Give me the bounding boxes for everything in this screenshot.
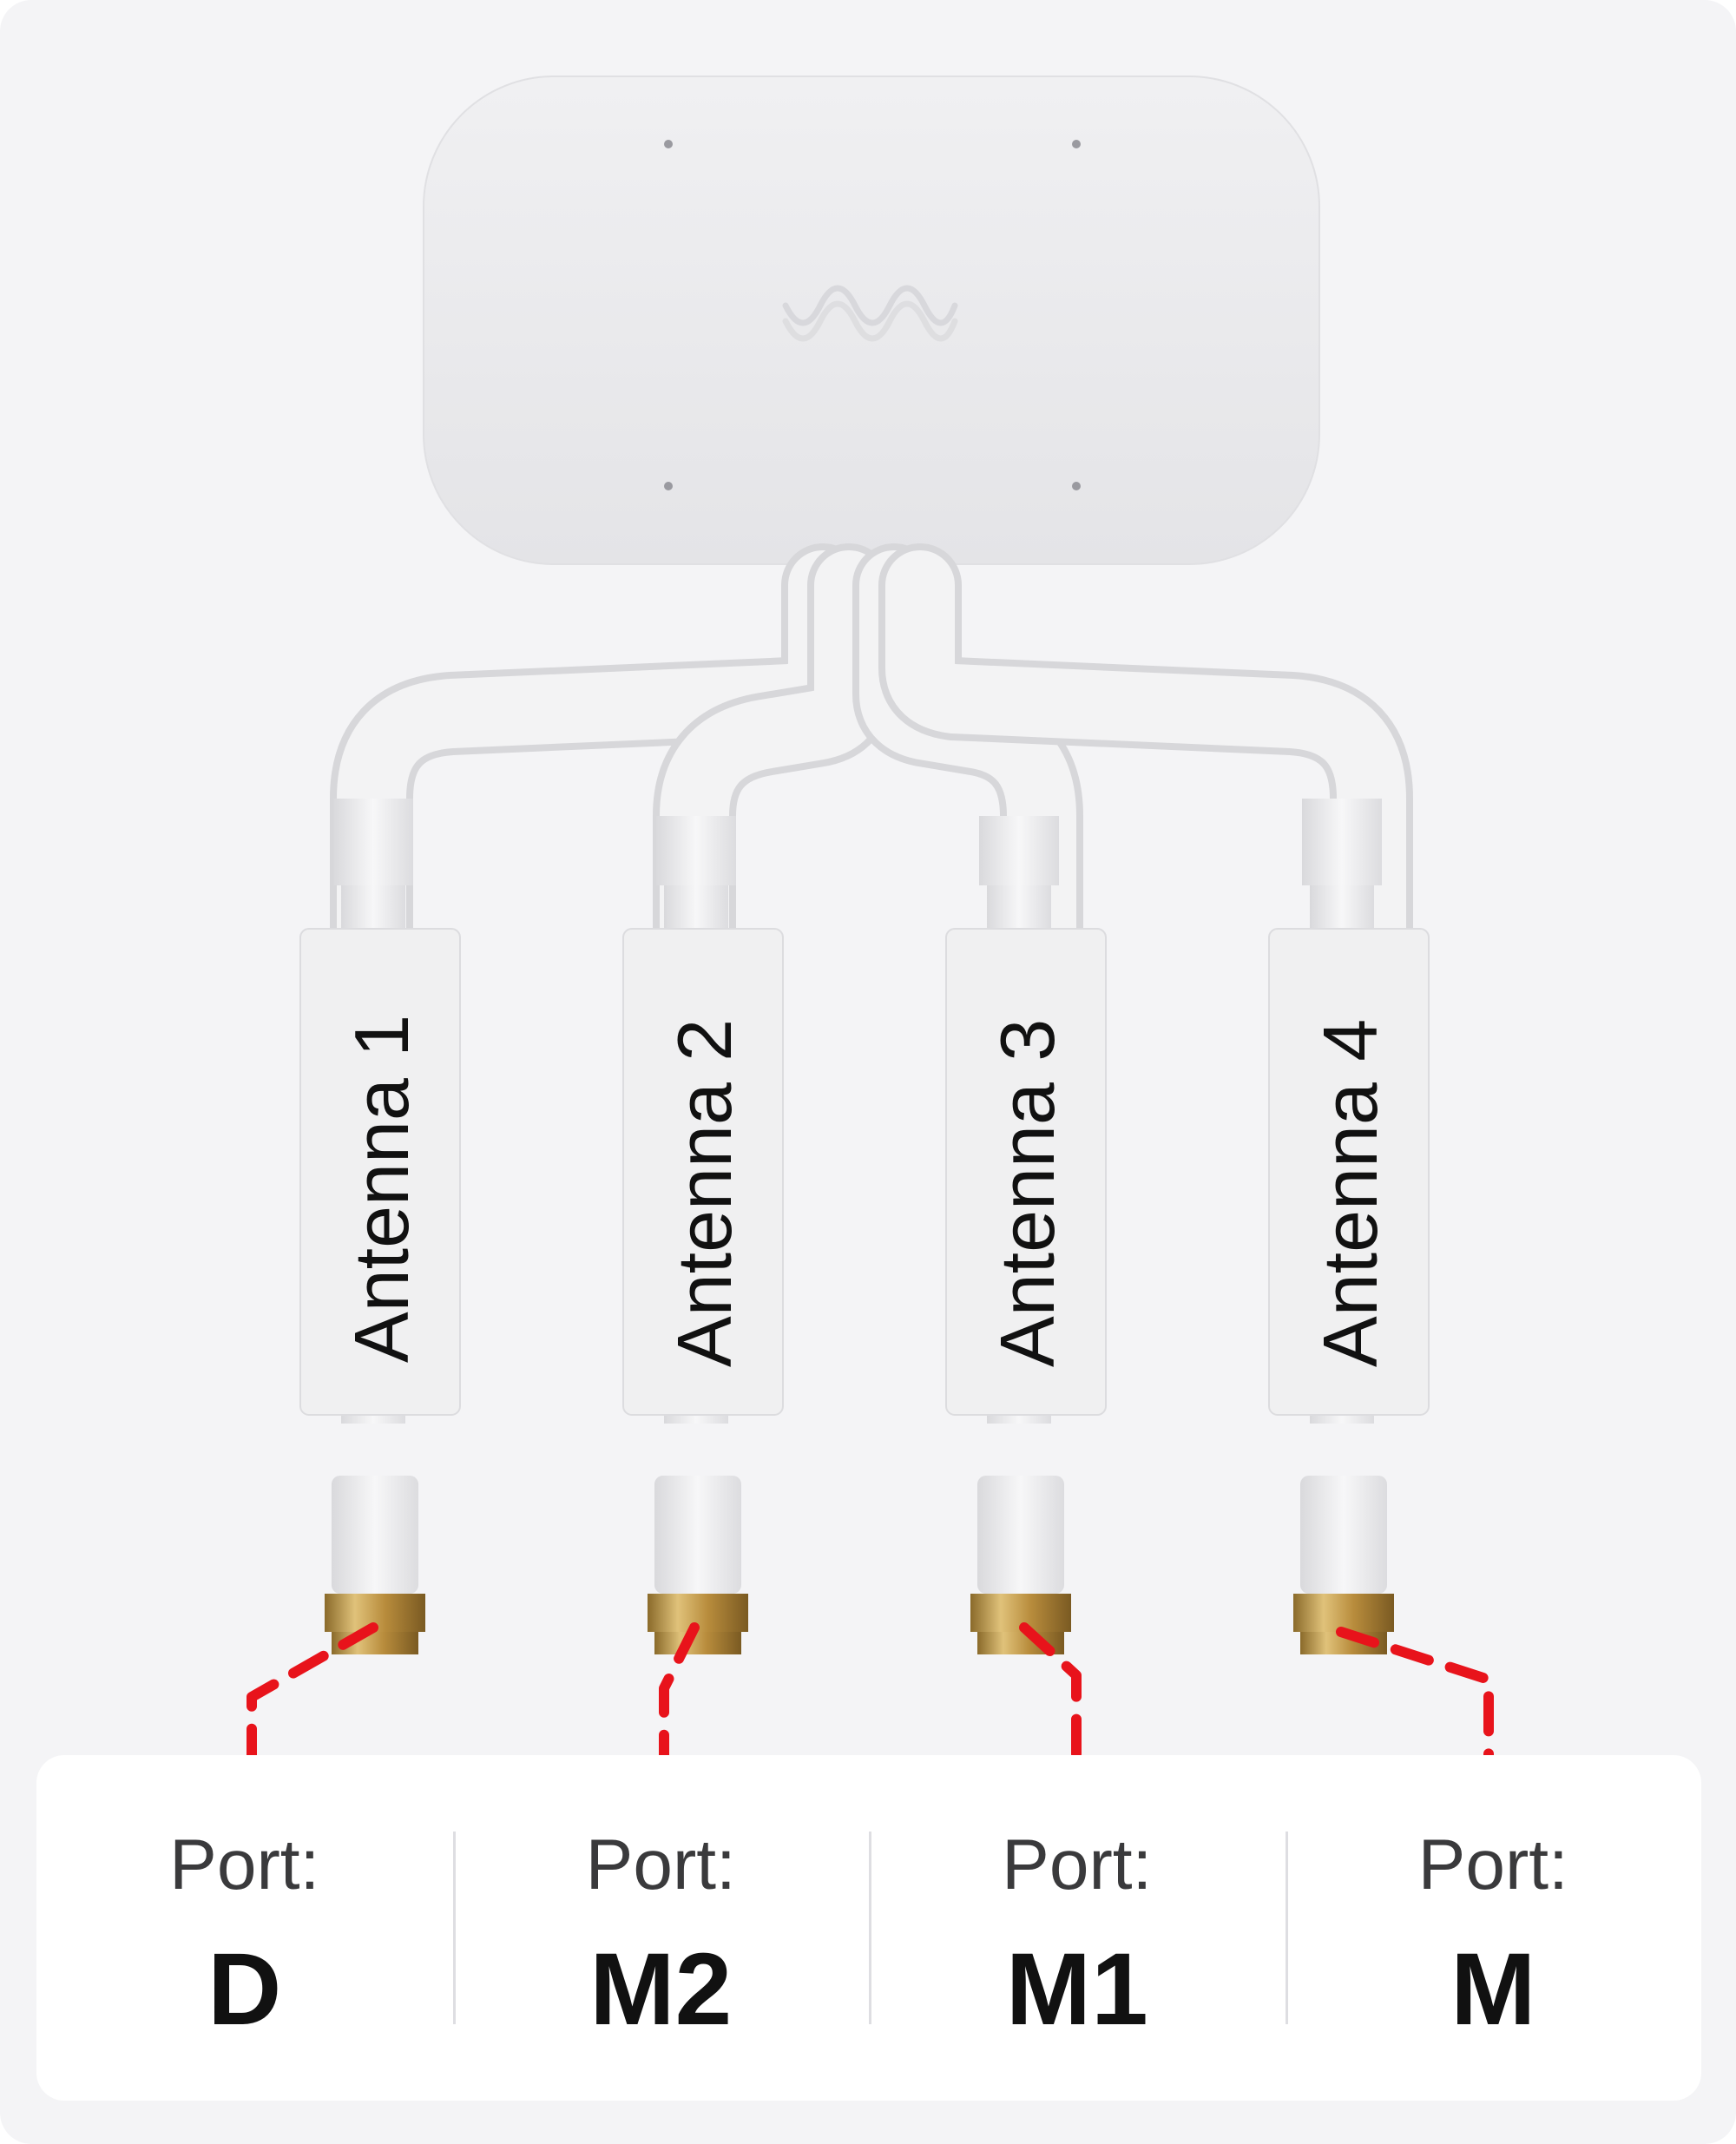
port-column-2: Port: M2 bbox=[452, 1755, 870, 2101]
connection-line-3 bbox=[1019, 1622, 1082, 1789]
antenna-label-3: Antenna 3 bbox=[984, 1019, 1070, 1367]
label-sleeve bbox=[622, 928, 784, 1416]
cables bbox=[330, 543, 1413, 975]
port-column-4: Port: M bbox=[1285, 1755, 1702, 2101]
screw-hole-icon bbox=[1072, 482, 1081, 490]
port-value: D bbox=[207, 1932, 282, 2047]
port-value: M bbox=[1450, 1932, 1536, 2047]
port-label: Port: bbox=[169, 1825, 320, 1904]
sma-connector-icon bbox=[1293, 1594, 1394, 1632]
port-panel: Port: D Port: M2 Port: M1 Port: M bbox=[36, 1755, 1701, 2101]
screw-hole-icon bbox=[1072, 140, 1081, 148]
connection-line-1 bbox=[247, 1622, 378, 1789]
label-sleeve bbox=[299, 928, 461, 1416]
antenna-lead-4 bbox=[1268, 799, 1430, 1654]
antenna-label-4: Antenna 4 bbox=[1307, 1019, 1393, 1367]
antenna-lead-1 bbox=[299, 799, 461, 1654]
port-column-3: Port: M1 bbox=[869, 1755, 1286, 2101]
label-sleeve bbox=[1268, 928, 1430, 1416]
antenna-device bbox=[423, 76, 1320, 586]
port-column-1: Port: D bbox=[36, 1755, 453, 2101]
port-label: Port: bbox=[1002, 1825, 1153, 1904]
port-label: Port: bbox=[1417, 1825, 1568, 1904]
screw-hole-icon bbox=[664, 482, 673, 490]
antenna-lead-2 bbox=[622, 816, 784, 1654]
antenna-label-1: Antenna 1 bbox=[339, 1015, 424, 1363]
antenna-lead-3 bbox=[945, 816, 1107, 1654]
label-sleeve bbox=[945, 928, 1107, 1416]
port-label: Port: bbox=[585, 1825, 736, 1904]
connection-line-2 bbox=[659, 1622, 700, 1789]
connection-lines bbox=[247, 1622, 1494, 1789]
antenna-label-2: Antenna 2 bbox=[661, 1019, 747, 1367]
port-value: M1 bbox=[1005, 1932, 1148, 2047]
logo-wave-icon bbox=[782, 285, 958, 326]
screw-hole-icon bbox=[664, 140, 673, 148]
port-value: M2 bbox=[589, 1932, 733, 2047]
connection-line-4 bbox=[1336, 1627, 1494, 1789]
